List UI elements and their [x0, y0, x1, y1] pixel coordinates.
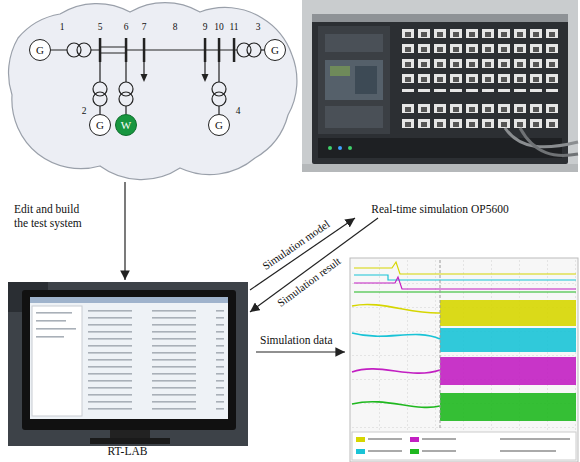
generator-circle: G — [264, 39, 286, 61]
generator-circle: G — [29, 39, 51, 61]
bus-number: 9 — [203, 23, 208, 33]
workstation-photo: RT-LAB — [5, 280, 250, 460]
flow-arrow — [250, 218, 378, 312]
bus-number: 10 — [214, 23, 224, 33]
photo-caption: Real-time simulation OP5600 — [371, 203, 508, 218]
arrow-label: Simulation data — [260, 334, 333, 348]
arrow-label: Simulation result — [275, 255, 343, 310]
test-system-cloud: 1567891011324GGGWG — [0, 0, 300, 182]
simulator-photo-image — [302, 0, 578, 172]
generator-label: G — [96, 120, 104, 131]
cloud-outline — [0, 0, 300, 182]
simulator-photo: Real-time simulation OP5600 — [300, 0, 580, 218]
generator-circle: G — [89, 114, 111, 136]
bus-number: 11 — [229, 23, 238, 33]
flow-arrow — [124, 182, 125, 280]
cloud-shape — [9, 3, 297, 180]
wind-generator-circle: W — [115, 114, 137, 136]
data-arrow — [256, 351, 345, 352]
generator-label: G — [271, 45, 279, 56]
bus-number: 4 — [236, 107, 241, 117]
generator-label: G — [36, 45, 44, 56]
bus-number: 7 — [142, 23, 147, 33]
arrow-label: Edit and build the test system — [14, 202, 90, 231]
single-line-diagram — [0, 0, 300, 182]
generator-circle: G — [208, 114, 230, 136]
workstation-photo-image — [8, 282, 248, 446]
waveform-screenshot — [350, 258, 578, 462]
bus-number: 1 — [60, 23, 65, 33]
bus-number: 5 — [98, 23, 103, 33]
bus-number: 2 — [82, 107, 87, 117]
generator-label: G — [215, 120, 223, 131]
bus-number: 6 — [124, 23, 129, 33]
bus-number: 8 — [173, 23, 178, 33]
generator-label: W — [121, 120, 131, 131]
bus-number: 3 — [256, 23, 261, 33]
photo-caption: RT-LAB — [108, 445, 148, 460]
